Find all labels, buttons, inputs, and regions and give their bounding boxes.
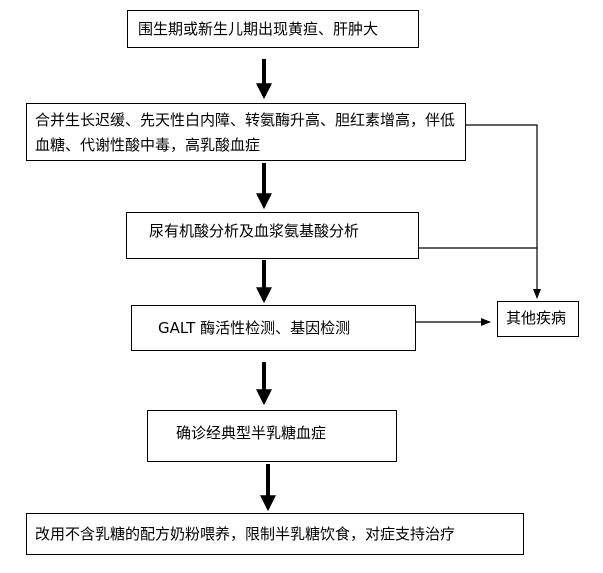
node-jaundice-hepatomegaly: 围生期或新生儿期出现黄疸、肝肿大 (127, 10, 419, 48)
node-confirmed-classic-galactosemia: 确诊经典型半乳糖血症 (147, 410, 397, 462)
node-other-diseases: 其他疾病 (497, 301, 579, 337)
node-organic-acid-amino-acid-analysis: 尿有机酸分析及血浆氨基酸分析 (126, 212, 419, 259)
node-treatment: 改用不含乳糖的配方奶粉喂养，限制半乳糖饮食，对症支持治疗 (26, 513, 524, 555)
node-galt-enzyme-genetic-test-label: GALT 酶活性检测、基因检测 (158, 319, 351, 337)
node-organic-acid-amino-acid-analysis-label: 尿有机酸分析及血浆氨基酸分析 (149, 222, 360, 240)
node-treatment-label: 改用不含乳糖的配方奶粉喂养，限制半乳糖饮食，对症支持治疗 (35, 525, 456, 543)
node-other-diseases-label: 其他疾病 (506, 309, 567, 327)
node-jaundice-hepatomegaly-label: 围生期或新生儿期出现黄疸、肝肿大 (138, 20, 379, 38)
arrow-n2-n7 (466, 124, 541, 299)
node-associated-symptoms-label: 合并生长迟缓、先天性白内障、转氨酶升高、胆红素增高，伴低血糖、代谢性酸中毒，高乳… (35, 111, 456, 154)
node-associated-symptoms: 合并生长迟缓、先天性白内障、转氨酶升高、胆红素增高，伴低血糖、代谢性酸中毒，高乳… (26, 103, 466, 161)
node-galt-enzyme-genetic-test: GALT 酶活性检测、基因检测 (131, 305, 416, 351)
node-confirmed-classic-galactosemia-label: 确诊经典型半乳糖血症 (176, 424, 327, 442)
